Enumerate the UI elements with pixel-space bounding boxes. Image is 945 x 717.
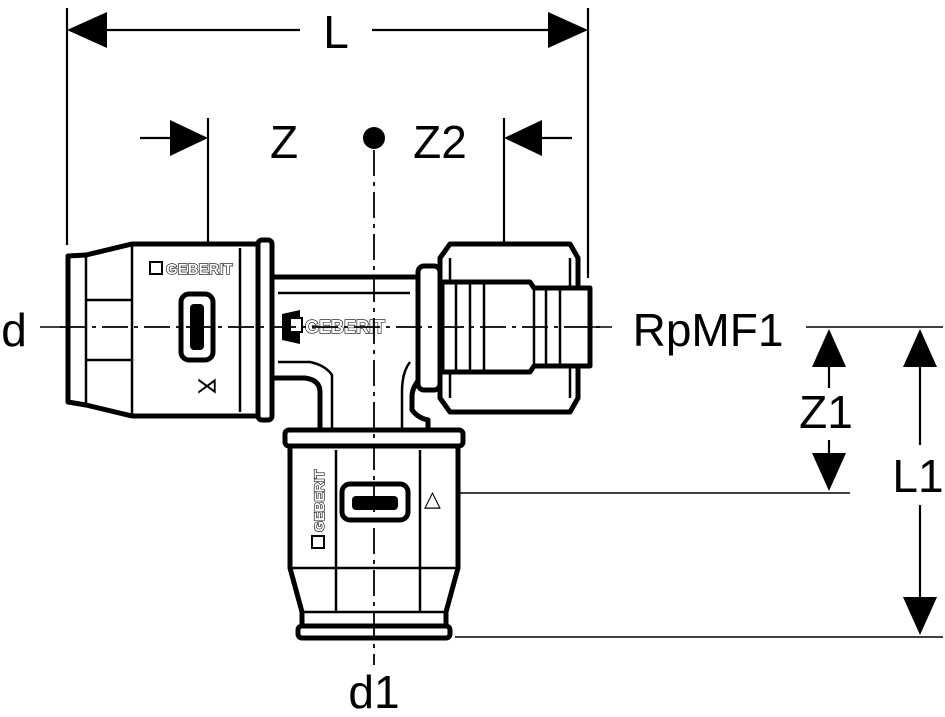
label-l: L (323, 6, 349, 58)
tee-fitting: GEBERIT ⋊ GEBERIT GEBERIT △ (65, 237, 593, 641)
label-l1: L1 (892, 450, 943, 502)
label-z: Z (270, 116, 298, 168)
l1-arrow-bottom (903, 597, 937, 635)
left-coupling-contour (84, 244, 242, 416)
z-arrow (170, 120, 208, 156)
right-connector-collar (415, 263, 443, 393)
bottom-brand-plate: GEBERIT (310, 469, 328, 549)
label-z1: Z1 (799, 386, 853, 438)
bottom-inspection-slot (352, 496, 398, 510)
left-brand-text: GEBERIT (166, 261, 233, 278)
left-coupling-collar (255, 237, 275, 423)
label-rpmf1: RpMF1 (633, 304, 784, 356)
left-coupling (65, 241, 265, 419)
tee-body (262, 274, 431, 441)
z2-arrow (504, 120, 542, 156)
center-point-marker (363, 127, 385, 149)
tee-body-contour (278, 291, 412, 430)
l1-arrow-top (903, 329, 937, 367)
left-direction-mark: ⋊ (196, 373, 218, 398)
bottom-brand-square (311, 535, 325, 549)
center-brand-square (289, 317, 303, 333)
left-brand-square (149, 261, 163, 275)
l-arrow-right (548, 12, 588, 48)
z1-arrow-bottom (812, 453, 846, 491)
bottom-coupling-contour (290, 450, 458, 614)
bottom-brand-text: GEBERIT (311, 469, 327, 532)
label-d1: d1 (348, 666, 399, 717)
label-z2: Z2 (413, 116, 467, 168)
dimension-lines (40, 8, 943, 638)
bottom-direction-mark: △ (424, 486, 441, 511)
z1-arrow-top (812, 329, 846, 367)
dimension-labels: L Z Z2 d RpMF1 Z1 L1 d1 (1, 6, 943, 717)
l-arrow-left (67, 12, 107, 48)
center-lines (60, 150, 600, 665)
label-d: d (1, 304, 27, 356)
